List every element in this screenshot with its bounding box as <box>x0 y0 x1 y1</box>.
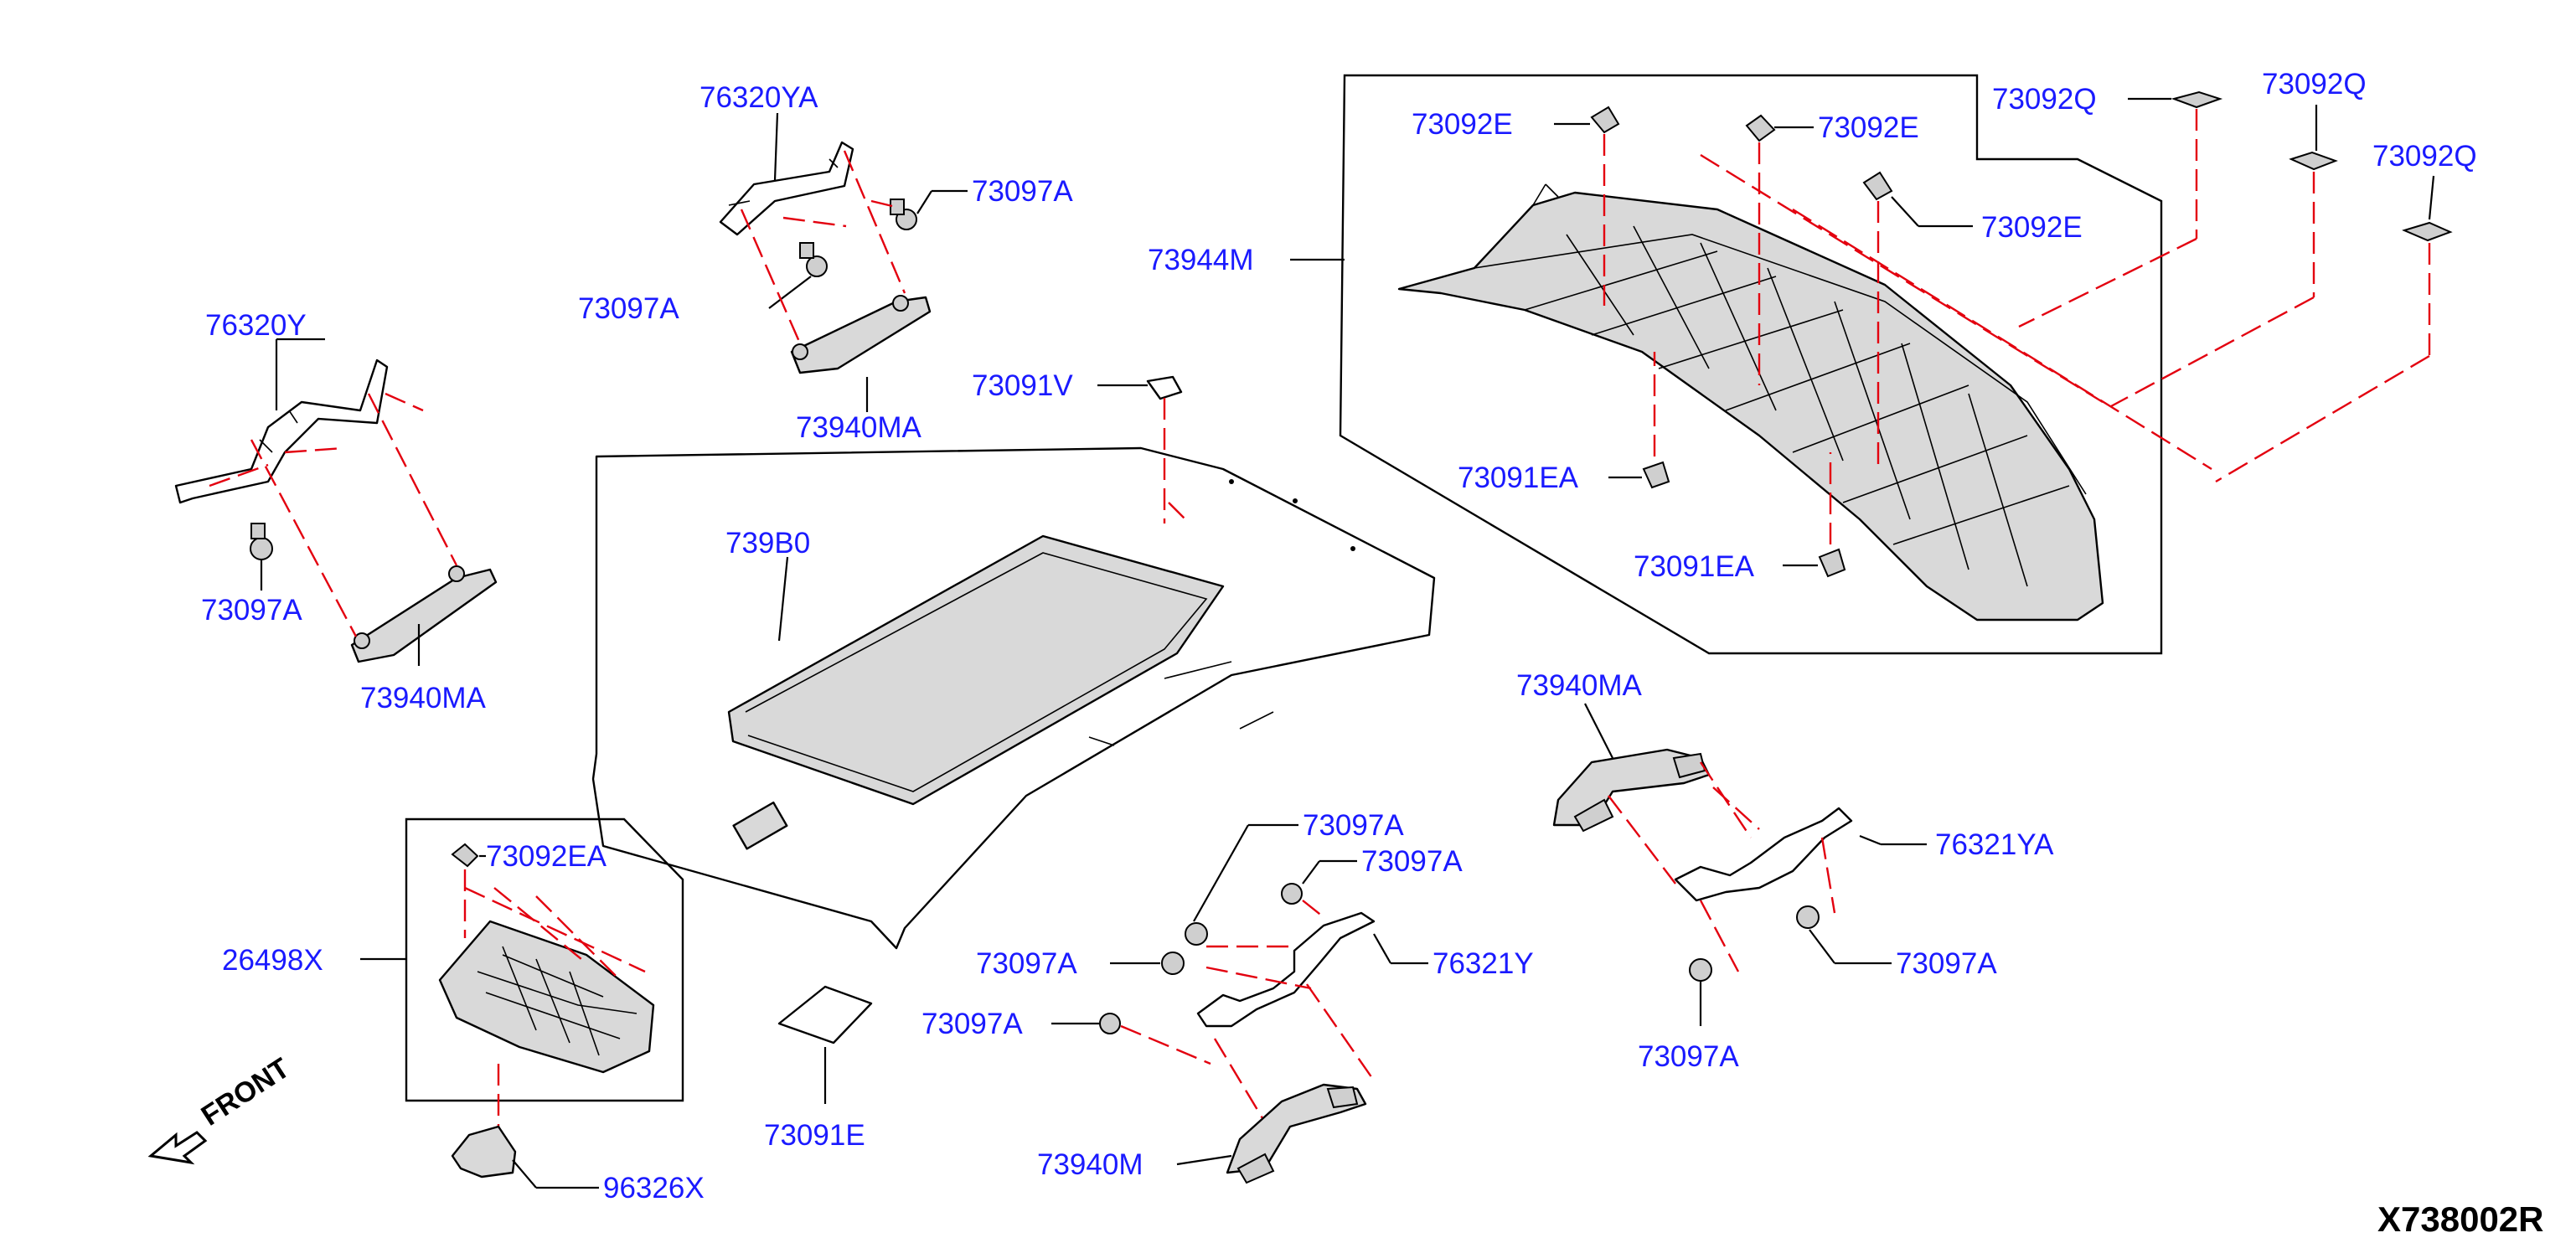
screw-73097A-r1 <box>1796 905 1820 929</box>
screw-73097A-c4 <box>1099 1013 1121 1034</box>
screw-73097A-c3 <box>1161 952 1185 975</box>
pad-73092Q-1 <box>2171 90 2223 109</box>
grip-73940M <box>1226 1083 1367 1174</box>
headlining-part <box>591 446 1436 950</box>
label-73092E-2: 73092E <box>1818 111 1919 144</box>
label-73091EA-2: 73091EA <box>1634 550 1755 583</box>
label-73097A-c2: 73097A <box>1361 845 1463 878</box>
label-73097A-r1: 73097A <box>1896 947 1997 980</box>
label-73097A-c3: 73097A <box>976 947 1077 980</box>
leader-739B0 <box>777 556 789 642</box>
screw-73097A-c2 <box>1281 883 1303 905</box>
label-73092E-1: 73092E <box>1412 108 1513 141</box>
screw-73097A-r2 <box>1689 958 1712 982</box>
label-73091E: 73091E <box>764 1119 865 1152</box>
lamp-box <box>405 817 684 1102</box>
bracket-76320YA <box>719 141 854 236</box>
clip-73092E-1 <box>1590 106 1620 134</box>
grip-73940MA-top <box>790 296 932 374</box>
label-73091V: 73091V <box>972 369 1073 402</box>
label-73097A-top-left: 73097A <box>578 292 679 325</box>
screw-73097A-top-left <box>799 242 828 277</box>
label-73940MA-top: 73940MA <box>796 411 921 444</box>
label-739B0: 739B0 <box>725 527 810 560</box>
label-76321YA: 76321YA <box>1935 828 2054 861</box>
label-73092Q-2: 73092Q <box>2262 68 2367 101</box>
front-label: FRONT <box>196 1052 296 1132</box>
clip-73092E-2 <box>1745 114 1776 142</box>
console-73944M <box>1397 183 2104 622</box>
clip-73091EA-2 <box>1818 548 1846 578</box>
grip-73940MA-left <box>350 568 498 663</box>
label-73091EA-1: 73091EA <box>1458 462 1579 494</box>
label-73944M: 73944M <box>1148 244 1253 276</box>
bracket-76321YA <box>1674 807 1853 902</box>
screw-73097A-left <box>250 523 273 560</box>
bracket-76320Y <box>174 358 389 504</box>
console-box <box>1339 74 2163 655</box>
label-73092EA: 73092EA <box>486 840 607 873</box>
bracket-76321Y <box>1196 911 1376 1028</box>
screw-73097A-top-right <box>890 199 917 230</box>
pad-73092Q-3 <box>2402 221 2453 242</box>
label-73092Q-3: 73092Q <box>2372 140 2477 173</box>
clip-73092EA <box>451 843 479 868</box>
clip-73092E-3 <box>1862 171 1893 201</box>
pad-73092Q-2 <box>2289 151 2338 171</box>
label-73940M: 73940M <box>1037 1148 1143 1181</box>
label-73097A-c4: 73097A <box>921 1008 1023 1040</box>
label-73092Q-1: 73092Q <box>1992 83 2097 116</box>
label-26498X: 26498X <box>222 944 323 977</box>
clip-73091EA-1 <box>1642 461 1670 489</box>
label-76320Y: 76320Y <box>205 309 307 342</box>
diagram-code: X738002R <box>2377 1199 2544 1239</box>
label-73092E-3: 73092E <box>1981 211 2083 244</box>
front-arrow-icon <box>147 1131 208 1165</box>
label-76321Y: 76321Y <box>1433 947 1534 980</box>
label-73097A-c1: 73097A <box>1303 809 1404 842</box>
label-73097A-r2: 73097A <box>1638 1040 1739 1073</box>
pad-73091E <box>777 985 873 1044</box>
cover-96326X <box>451 1125 517 1179</box>
label-76320YA: 76320YA <box>699 81 818 114</box>
clip-73091V <box>1146 375 1183 400</box>
lamp-26498X <box>438 920 655 1074</box>
label-73940MA-left: 73940MA <box>360 682 486 714</box>
label-73940MA-right: 73940MA <box>1516 669 1642 702</box>
label-73097A-left: 73097A <box>201 594 302 627</box>
screw-73097A-c1 <box>1185 922 1208 946</box>
label-73097A-top-right: 73097A <box>972 175 1073 208</box>
label-96326X: 96326X <box>603 1172 705 1204</box>
